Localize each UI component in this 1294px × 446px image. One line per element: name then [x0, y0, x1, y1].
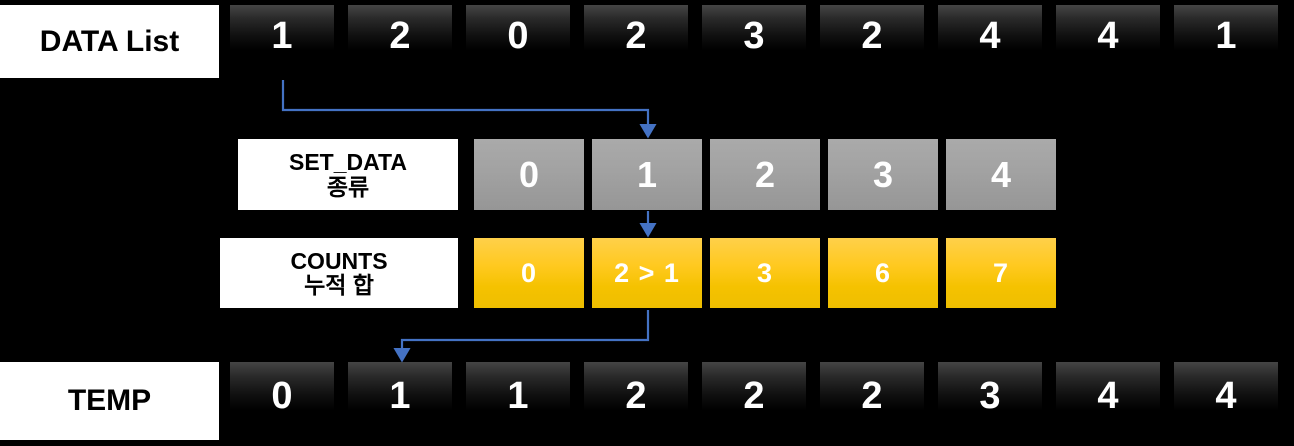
- temp-cell-2: 1: [466, 362, 570, 440]
- row-label-set-data-line2: 종류: [326, 173, 370, 200]
- cell-value: 1: [507, 374, 529, 417]
- row-label-data-list-line1: DATA List: [39, 24, 180, 58]
- cell-value: 2: [861, 15, 883, 57]
- temp-cell-4: 2: [702, 362, 806, 440]
- connector-counts-to-temp: [393, 310, 650, 363]
- data-list-cell-2: 0: [466, 5, 570, 78]
- set-data-cell-1: 1: [592, 139, 702, 210]
- row-label-counts-line2: 누적 합: [304, 272, 374, 298]
- data-list-cell-3: 2: [584, 5, 688, 78]
- row-label-counts: COUNTS 누적 합: [220, 238, 458, 308]
- row-label-counts-line1: COUNTS: [290, 247, 388, 274]
- data-list-cell-8: 1: [1174, 5, 1278, 78]
- cell-value: 4: [990, 153, 1012, 195]
- cell-value: 1: [636, 153, 658, 195]
- temp-cell-0: 0: [230, 362, 334, 440]
- cell-value: 6: [874, 257, 892, 288]
- cell-value: 1: [389, 374, 411, 417]
- temp-cell-7: 4: [1056, 362, 1160, 440]
- cell-value: 0: [507, 15, 529, 57]
- row-label-temp-line1: TEMP: [67, 384, 152, 418]
- counts-cell-3: 6: [828, 238, 938, 308]
- cell-value: 2: [625, 15, 647, 57]
- data-list-cell-4: 3: [702, 5, 806, 78]
- temp-cell-5: 2: [820, 362, 924, 440]
- counts-cell-2: 3: [710, 238, 820, 308]
- data-list-cell-6: 4: [938, 5, 1042, 78]
- cell-value: 2: [625, 374, 647, 417]
- cell-value: 2: [389, 15, 411, 57]
- cell-value: 3: [979, 374, 1001, 417]
- data-list-cell-5: 2: [820, 5, 924, 78]
- data-list-cell-0: 1: [230, 5, 334, 78]
- cell-value: 0: [271, 374, 293, 417]
- cell-value: 4: [1097, 374, 1119, 417]
- counts-cell-1: 2 > 1: [592, 238, 702, 308]
- cell-value: 7: [992, 257, 1010, 288]
- cell-value: 2: [754, 153, 776, 195]
- cell-value: 2: [743, 374, 765, 417]
- temp-cell-3: 2: [584, 362, 688, 440]
- data-list-cell-1: 2: [348, 5, 452, 78]
- cell-value: 2: [861, 374, 883, 417]
- set-data-cell-0: 0: [474, 139, 584, 210]
- row-label-set-data-line1: SET_DATA: [289, 149, 407, 176]
- cell-value: 4: [1215, 374, 1237, 417]
- cell-value: 4: [979, 15, 1001, 57]
- cell-value: 0: [518, 153, 540, 195]
- cell-value: 0: [520, 257, 538, 288]
- data-list-cell-7: 4: [1056, 5, 1160, 78]
- row-label-temp: TEMP: [0, 362, 219, 440]
- temp-cell-8: 4: [1174, 362, 1278, 440]
- counts-cell-0: 0: [474, 238, 584, 308]
- set-data-cell-2: 2: [710, 139, 820, 210]
- temp-cell-1: 1: [348, 362, 452, 440]
- set-data-cell-3: 3: [828, 139, 938, 210]
- connector-data-to-setdata: [281, 80, 657, 139]
- row-label-set-data: SET_DATA 종류: [238, 139, 458, 210]
- cell-value: 1: [1215, 15, 1237, 57]
- cell-value: 1: [271, 15, 293, 57]
- temp-cell-6: 3: [938, 362, 1042, 440]
- row-label-data-list: DATA List: [0, 5, 219, 78]
- cell-value: 4: [1097, 15, 1119, 57]
- counts-cell-4: 7: [946, 238, 1056, 308]
- cell-value: 2 > 1: [614, 257, 680, 288]
- set-data-cell-4: 4: [946, 139, 1056, 210]
- cell-value: 3: [872, 153, 894, 195]
- cell-value: 3: [743, 15, 765, 57]
- cell-value: 3: [756, 257, 774, 288]
